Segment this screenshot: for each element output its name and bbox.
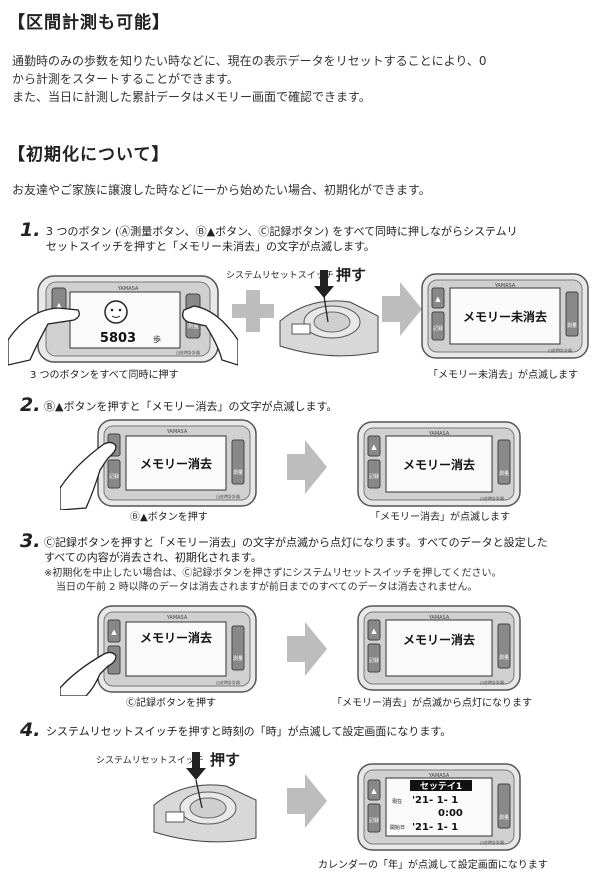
step-number: 3. [20,530,41,552]
device-memory-cleared-blinking-with-hand: YAMASA ▲ 記録 メモリー消去 測量 山佐時計計器 [60,419,257,510]
step-3-note: ※初期化を中止したい場合は、Ⓒ記録ボタンを押さずにシステムリセットスイッチを押し… [44,567,501,595]
step-text-line: セットスイッチを押すと「メモリー未消去」の文字が点滅します。 [46,240,375,253]
device-memory-cleared-lit-screen: YAMASA ▲ 記録 メモリー消去 測量 山佐時計計器 [357,605,521,691]
reset-switch-label: システムリセットスイッチ [96,756,204,766]
caption: 「メモリー消去」が点滅から点灯になります [332,698,532,709]
note-line: ※初期化を中止したい場合は、Ⓒ記録ボタンを押さずにシステムリセットスイッチを押し… [44,568,502,579]
caption: 「メモリー未消去」が点滅します [428,370,578,381]
device-maker: 山佐時計計器 [216,493,240,499]
device-maker: 山佐時計計器 [480,839,504,845]
device-setting-screen: YAMASA ▲ 記録 セッテイ1 現在 '21- 1- 1 0:00 開始日 … [357,763,521,851]
step-text-line: 3 つのボタン (Ⓐ測量ボタン、Ⓑ▲ボタン、Ⓒ記録ボタン) をすべて同時に押しな… [46,225,518,238]
press-label: 押す [336,266,367,284]
step-text-line: Ⓒ記録ボタンを押すと「メモリー消去」の文字が点滅から点灯になります。すべてのデー… [44,536,548,549]
step-number: 4. [20,719,41,741]
caption: Ⓑ▲ボタンを押す [130,512,208,523]
record-button-label: 記録 [369,473,379,480]
arrow-right-icon [382,282,422,336]
step-text-line: すべての内容が消去され、初期化されます。 [44,551,262,564]
up-button-label: ▲ [371,627,377,635]
arrow-right-icon [287,622,327,676]
plus-icon [232,290,274,332]
section-title-initialize: 【初期化について】 [8,145,170,165]
step-3-text: Ⓒ記録ボタンを押すと「メモリー消去」の文字が点滅から点灯になります。すべてのデー… [44,535,548,565]
record-button-label: 記録 [433,325,443,332]
measure-button-label: 測量 [499,814,509,821]
caption: 3 つのボタンをすべて同時に押す [30,370,179,381]
arrow-right-icon [287,774,327,828]
measure-button-label: 測量 [567,322,577,329]
down-arrow-icon [314,270,334,298]
device-brand: YAMASA [428,773,450,779]
device-brand: YAMASA [117,286,139,292]
caption: Ⓒ記録ボタンを押す [126,698,216,709]
reset-switch-illustration [279,270,379,357]
note-line: 当日の午前 2 時以降のデータは消去されますが前日までのすべてのデータは消去され… [56,582,478,593]
step-text-line: Ⓑ▲ボタンを押すと「メモリー消去」の文字が点滅します。 [44,400,338,413]
hand-icon [60,651,117,696]
device-brand: YAMASA [166,429,188,435]
record-button-label: 記録 [369,657,379,664]
up-button-label: ▲ [435,295,441,303]
measure-button-label: 測量 [499,654,509,661]
down-arrow-icon [186,752,206,780]
hand-right-icon [182,305,238,366]
caption: カレンダーの「年」が点滅して設定画面になります [318,860,548,871]
device-brand: YAMASA [494,283,516,289]
character-icon [104,300,128,324]
step-number: 2. [20,394,41,416]
paragraph-line: から計測をスタートすることができます。 [12,72,239,86]
hand-left-icon [8,307,80,366]
lcd-memory-cleared: メモリー消去 [403,632,475,647]
measure-button-label: 測量 [499,470,509,477]
up-button-label: ▲ [111,628,117,636]
setting-title: セッテイ1 [420,781,462,792]
record-button-label: 記録 [109,473,119,480]
up-button-label: ▲ [371,443,377,451]
record-button-label: 記録 [369,817,379,824]
device-brand: YAMASA [428,615,450,621]
lcd-memory-not-cleared: メモリー未消去 [463,309,547,324]
setting-row1-label: 現在 [392,798,402,805]
device-maker: 山佐時計計器 [548,347,572,353]
step-count-value: 5803 [100,331,136,346]
paragraph-line: また、当日に計測した累計データはメモリー画面で確認できます。 [12,90,371,104]
section-title-range-measure: 【区間計測も可能】 [8,13,170,33]
lcd-memory-cleared: メモリー消去 [140,456,212,471]
lcd-memory-cleared: メモリー消去 [140,630,212,645]
device-maker: 山佐時計計器 [480,495,504,501]
device-step-count-screen: YAMASA ▲ 5803 歩 測量 山佐時計計器 [8,275,238,366]
device-memory-cleared-screen: YAMASA ▲ 記録 メモリー消去 測量 山佐時計計器 [357,421,521,507]
setting-row1-value: '21- 1- 1 [412,795,458,806]
lcd-memory-cleared: メモリー消去 [403,457,475,472]
device-brand: YAMASA [166,615,188,621]
range-measure-description: 通勤時のみの歩数を知りたい時などに、現在の表示データをリセットすることにより、0… [12,52,487,106]
up-button-label: ▲ [371,787,377,795]
press-label: 押す [210,751,241,769]
reset-switch-label: システムリセットスイッチ [226,271,334,281]
initialize-description: お友達やご家族に譲渡した時などに一から始めたい場合、初期化ができます。 [12,183,431,197]
device-brand: YAMASA [428,431,450,437]
step-unit: 歩 [153,334,161,344]
setting-row2-value: 0:00 [438,808,463,819]
setting-row3-label: 開始日 [390,824,405,831]
setting-row3-value: '21- 1- 1 [412,822,458,833]
step-1-text: 3 つのボタン (Ⓐ測量ボタン、Ⓑ▲ボタン、Ⓒ記録ボタン) をすべて同時に押しな… [46,224,518,254]
measure-button-label: 測量 [187,322,199,330]
device-memory-not-cleared-screen: YAMASA ▲ 記録 メモリー未消去 測量 山佐時計計器 [421,273,589,359]
up-button-label: ▲ [56,301,63,310]
measure-button-label: 測量 [233,655,243,662]
device-maker: 山佐時計計器 [216,679,240,685]
step-number: 1. [20,219,41,241]
measure-button-label: 測量 [233,469,243,476]
device-maker: 山佐時計計器 [480,679,504,685]
reset-switch-illustration [153,752,257,843]
hand-icon [60,441,117,510]
paragraph-line: 通勤時のみの歩数を知りたい時などに、現在の表示データをリセットすることにより、0 [12,54,487,68]
device-memory-cleared-with-hand-record: YAMASA ▲ メモリー消去 測量 山佐時計計器 [60,605,257,696]
caption: 「メモリー消去」が点滅します [370,512,510,523]
device-maker: 山佐時計計器 [176,349,200,355]
step-text-line: システムリセットスイッチを押すと時刻の「時」が点滅して設定画面になります。 [46,725,452,738]
arrow-right-icon [287,440,327,494]
